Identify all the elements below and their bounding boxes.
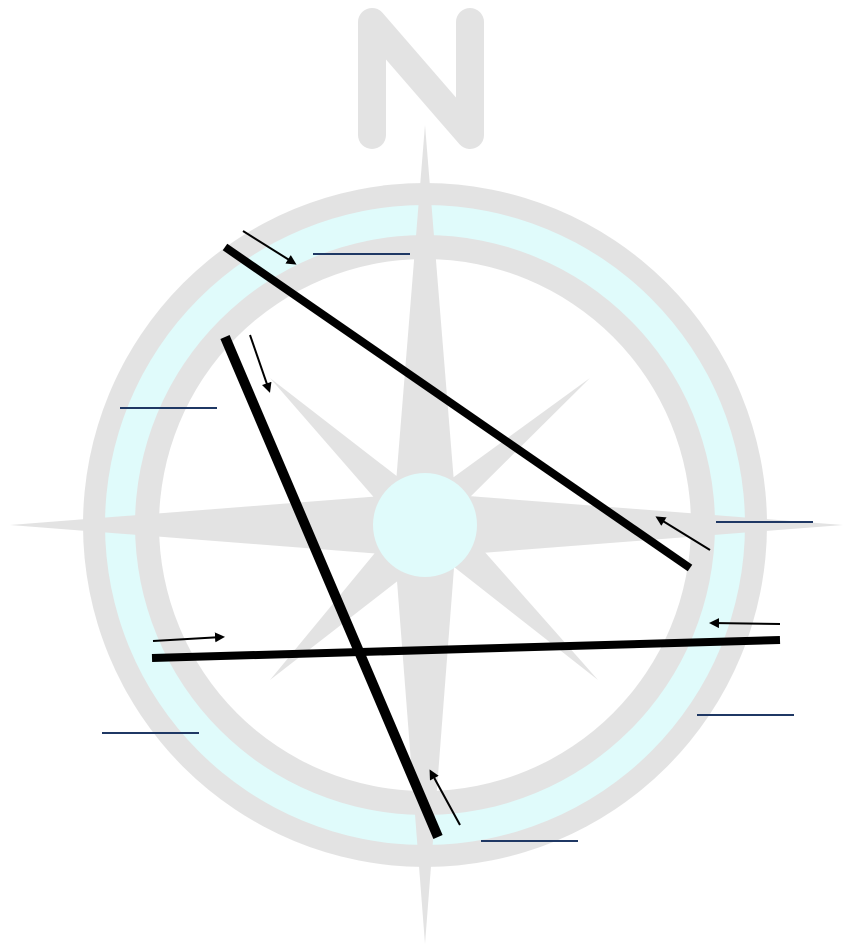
center-disc	[373, 473, 477, 577]
north-letter-icon	[372, 22, 470, 135]
arrow-icon	[712, 623, 780, 624]
